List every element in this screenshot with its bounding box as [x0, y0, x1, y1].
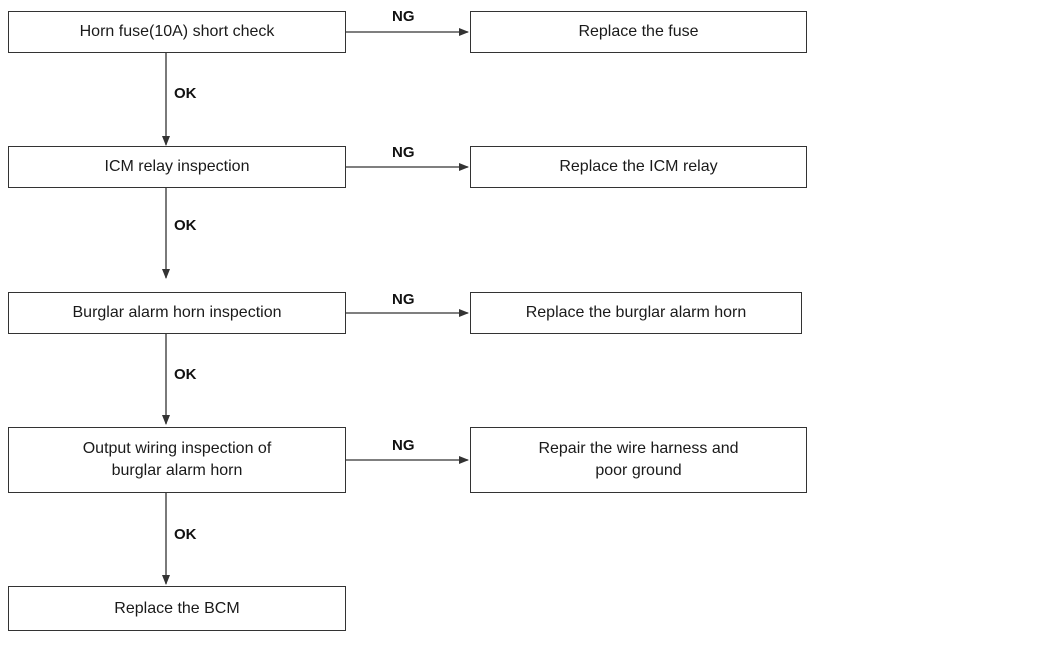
- step-4-action-box: Repair the wire harness and poor ground: [470, 427, 807, 493]
- step-1-action-text: Replace the fuse: [578, 23, 699, 40]
- step-4-ok-label: OK: [174, 526, 197, 543]
- step-3-action-text: Replace the burglar alarm horn: [525, 304, 747, 321]
- step-2-action-box: Replace the ICM relay: [470, 146, 807, 188]
- step-3-ng-label: NG: [392, 291, 415, 308]
- step-1-ng-label: NG: [392, 8, 415, 25]
- step-3-ok-label: OK: [174, 366, 197, 383]
- step-1-ok-label: OK: [174, 85, 197, 102]
- step-4-box: Output wiring inspection of burglar alar…: [8, 427, 346, 493]
- step-4-ng-label: NG: [392, 437, 415, 454]
- step-2-ng-label: NG: [392, 144, 415, 161]
- step-1-text: Horn fuse(10A) short check: [79, 23, 275, 40]
- step-2-text: ICM relay inspection: [104, 158, 250, 175]
- step-2-ok-label: OK: [174, 217, 197, 234]
- step-2-box: ICM relay inspection: [8, 146, 346, 188]
- step-3-text: Burglar alarm horn inspection: [72, 304, 282, 321]
- step-1-box: Horn fuse(10A) short check: [8, 11, 346, 53]
- step-1-action-box: Replace the fuse: [470, 11, 807, 53]
- step-4-action-line-1: Repair the wire harness and: [538, 440, 739, 457]
- step-3-action-box: Replace the burglar alarm horn: [470, 292, 802, 334]
- step-3-box: Burglar alarm horn inspection: [8, 292, 346, 334]
- step-4-action-line-2: poor ground: [595, 462, 682, 479]
- final-step-text: Replace the BCM: [114, 599, 240, 617]
- step-4-text-line-1: Output wiring inspection of: [82, 440, 272, 457]
- final-step-box: Replace the BCM: [8, 586, 346, 631]
- step-4-text-line-2: burglar alarm horn: [111, 462, 243, 479]
- step-2-action-text: Replace the ICM relay: [559, 158, 718, 175]
